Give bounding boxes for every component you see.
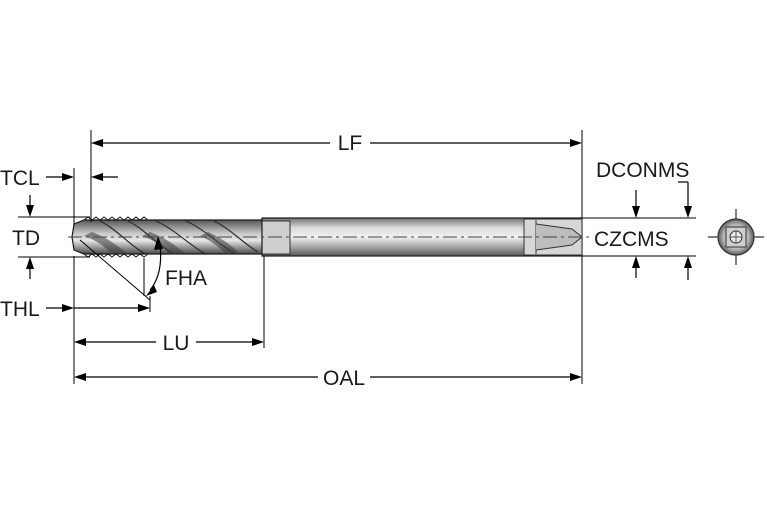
label-czcms: CZCMS [594,228,669,251]
dimension-lu: LU [74,256,265,355]
dimension-tcl: TCL [0,167,118,224]
dimension-dconms: DCONMS [582,159,696,280]
label-fha: FHA [165,267,207,290]
thread-teeth [83,216,149,258]
tool-end-view-icon [708,209,764,265]
label-thl: THL [0,298,40,321]
dimension-oal: OAL [74,256,583,390]
dimension-czcms: CZCMS [594,190,669,278]
label-td: TD [12,227,40,250]
dimension-lf: LF [90,130,583,222]
tap-tool [68,216,592,258]
label-dconms: DCONMS [596,159,689,182]
label-oal: OAL [323,367,365,390]
label-lf: LF [338,132,363,155]
dimension-thl: THL [0,256,151,384]
dimension-td: TD [12,195,90,279]
label-tcl: TCL [0,167,40,190]
label-lu: LU [163,332,190,355]
dimension-fha: FHA [79,236,207,301]
tool-flute-section [71,219,263,255]
